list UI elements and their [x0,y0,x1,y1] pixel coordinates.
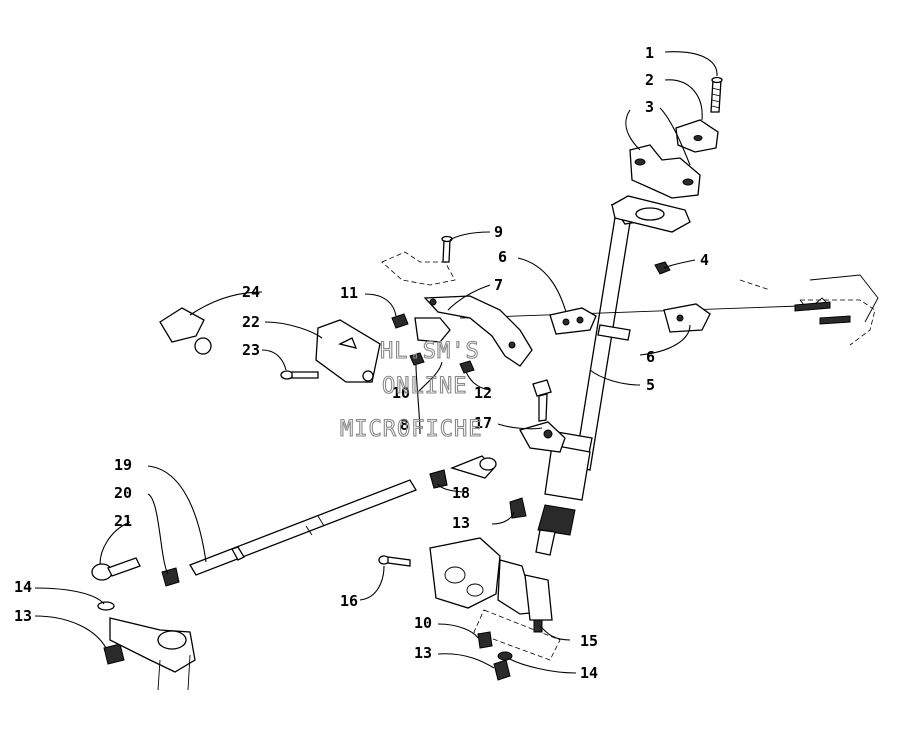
handlebar-axis [459,305,801,319]
ignition-key [159,307,212,355]
spindle-arm-outline [157,654,191,691]
steering-flange [611,195,691,233]
callout-1: 1 [645,44,654,62]
actuator-block [429,537,501,609]
bracket-ghost [381,251,456,286]
callout-11: 11 [340,284,358,302]
handlebar-bracket-right [663,303,711,333]
actuator-screw [378,555,411,567]
callout-14b: 14 [580,664,598,682]
callout-6a: 6 [498,248,507,266]
module-screw [280,370,319,380]
steering-arm-bolt [532,379,552,422]
steering-stop-bracket [473,559,561,661]
steering-arm-hole [543,429,553,439]
mount-bracket [414,295,533,367]
callout-12: 12 [474,384,492,402]
steering-post [535,203,652,556]
callout-13a: 13 [452,514,470,532]
callout-19: 19 [114,456,132,474]
callout-20: 20 [114,484,132,502]
callout-14a: 14 [14,578,32,596]
lower-nut-10 [477,631,493,649]
handlebar-clamp-upper [675,119,719,153]
bracket-nut [391,313,409,329]
callout-labels: 1 2 3 4 5 6 6 7 8 9 10 10 11 12 13 13 13… [14,44,709,682]
handlebar-ghost-right [739,279,876,346]
callout-5: 5 [646,376,655,394]
clamp-bolt [710,76,723,113]
bracket-nut-2 [409,352,425,366]
leader-lines [34,51,718,674]
callout-15: 15 [580,632,598,650]
bracket-nut-3 [459,360,475,374]
watermark-line-1: HL.SM'S [380,339,480,364]
spindle-arm-boss [157,630,187,650]
callout-23: 23 [242,341,260,359]
washer-lower-left [97,601,115,611]
callout-22: 22 [242,313,260,331]
handlebar-clamp-lower [629,144,701,199]
jam-nut-upper [429,469,448,489]
watermark-line-2: ONLINE [382,374,467,399]
tie-rod [189,479,417,576]
callout-4: 4 [700,251,709,269]
callout-9: 9 [494,223,503,241]
callout-3: 3 [645,98,654,116]
callout-13b: 13 [14,607,32,625]
handlebar-grip-right [799,274,879,323]
watermark: HL.SM'S ONLINE MICROFICHE [339,338,482,442]
nut-lower-left [103,643,125,665]
grip-bolt [794,301,831,312]
watermark-line-3: MICROFICHE [340,417,482,442]
callout-17: 17 [474,414,492,432]
callout-2: 2 [645,71,654,89]
tie-rod-end-lower [91,557,141,581]
callout-6b: 6 [646,348,655,366]
grip-bolt-2 [819,315,851,325]
control-module [315,319,381,383]
flange-nut [654,261,671,275]
callout-24: 24 [242,283,260,301]
jam-nut-lower [161,567,180,587]
callout-18: 18 [452,484,470,502]
callout-21: 21 [114,512,132,530]
handlebar-bracket-left [549,307,597,335]
callout-10a: 10 [392,384,410,402]
lower-nut-13 [493,659,511,681]
callout-7: 7 [494,276,503,294]
callout-10b: 10 [414,614,432,632]
callout-13c: 13 [414,644,432,662]
callout-8: 8 [400,416,409,434]
callout-16: 16 [340,592,358,610]
steering-arm [519,421,566,453]
